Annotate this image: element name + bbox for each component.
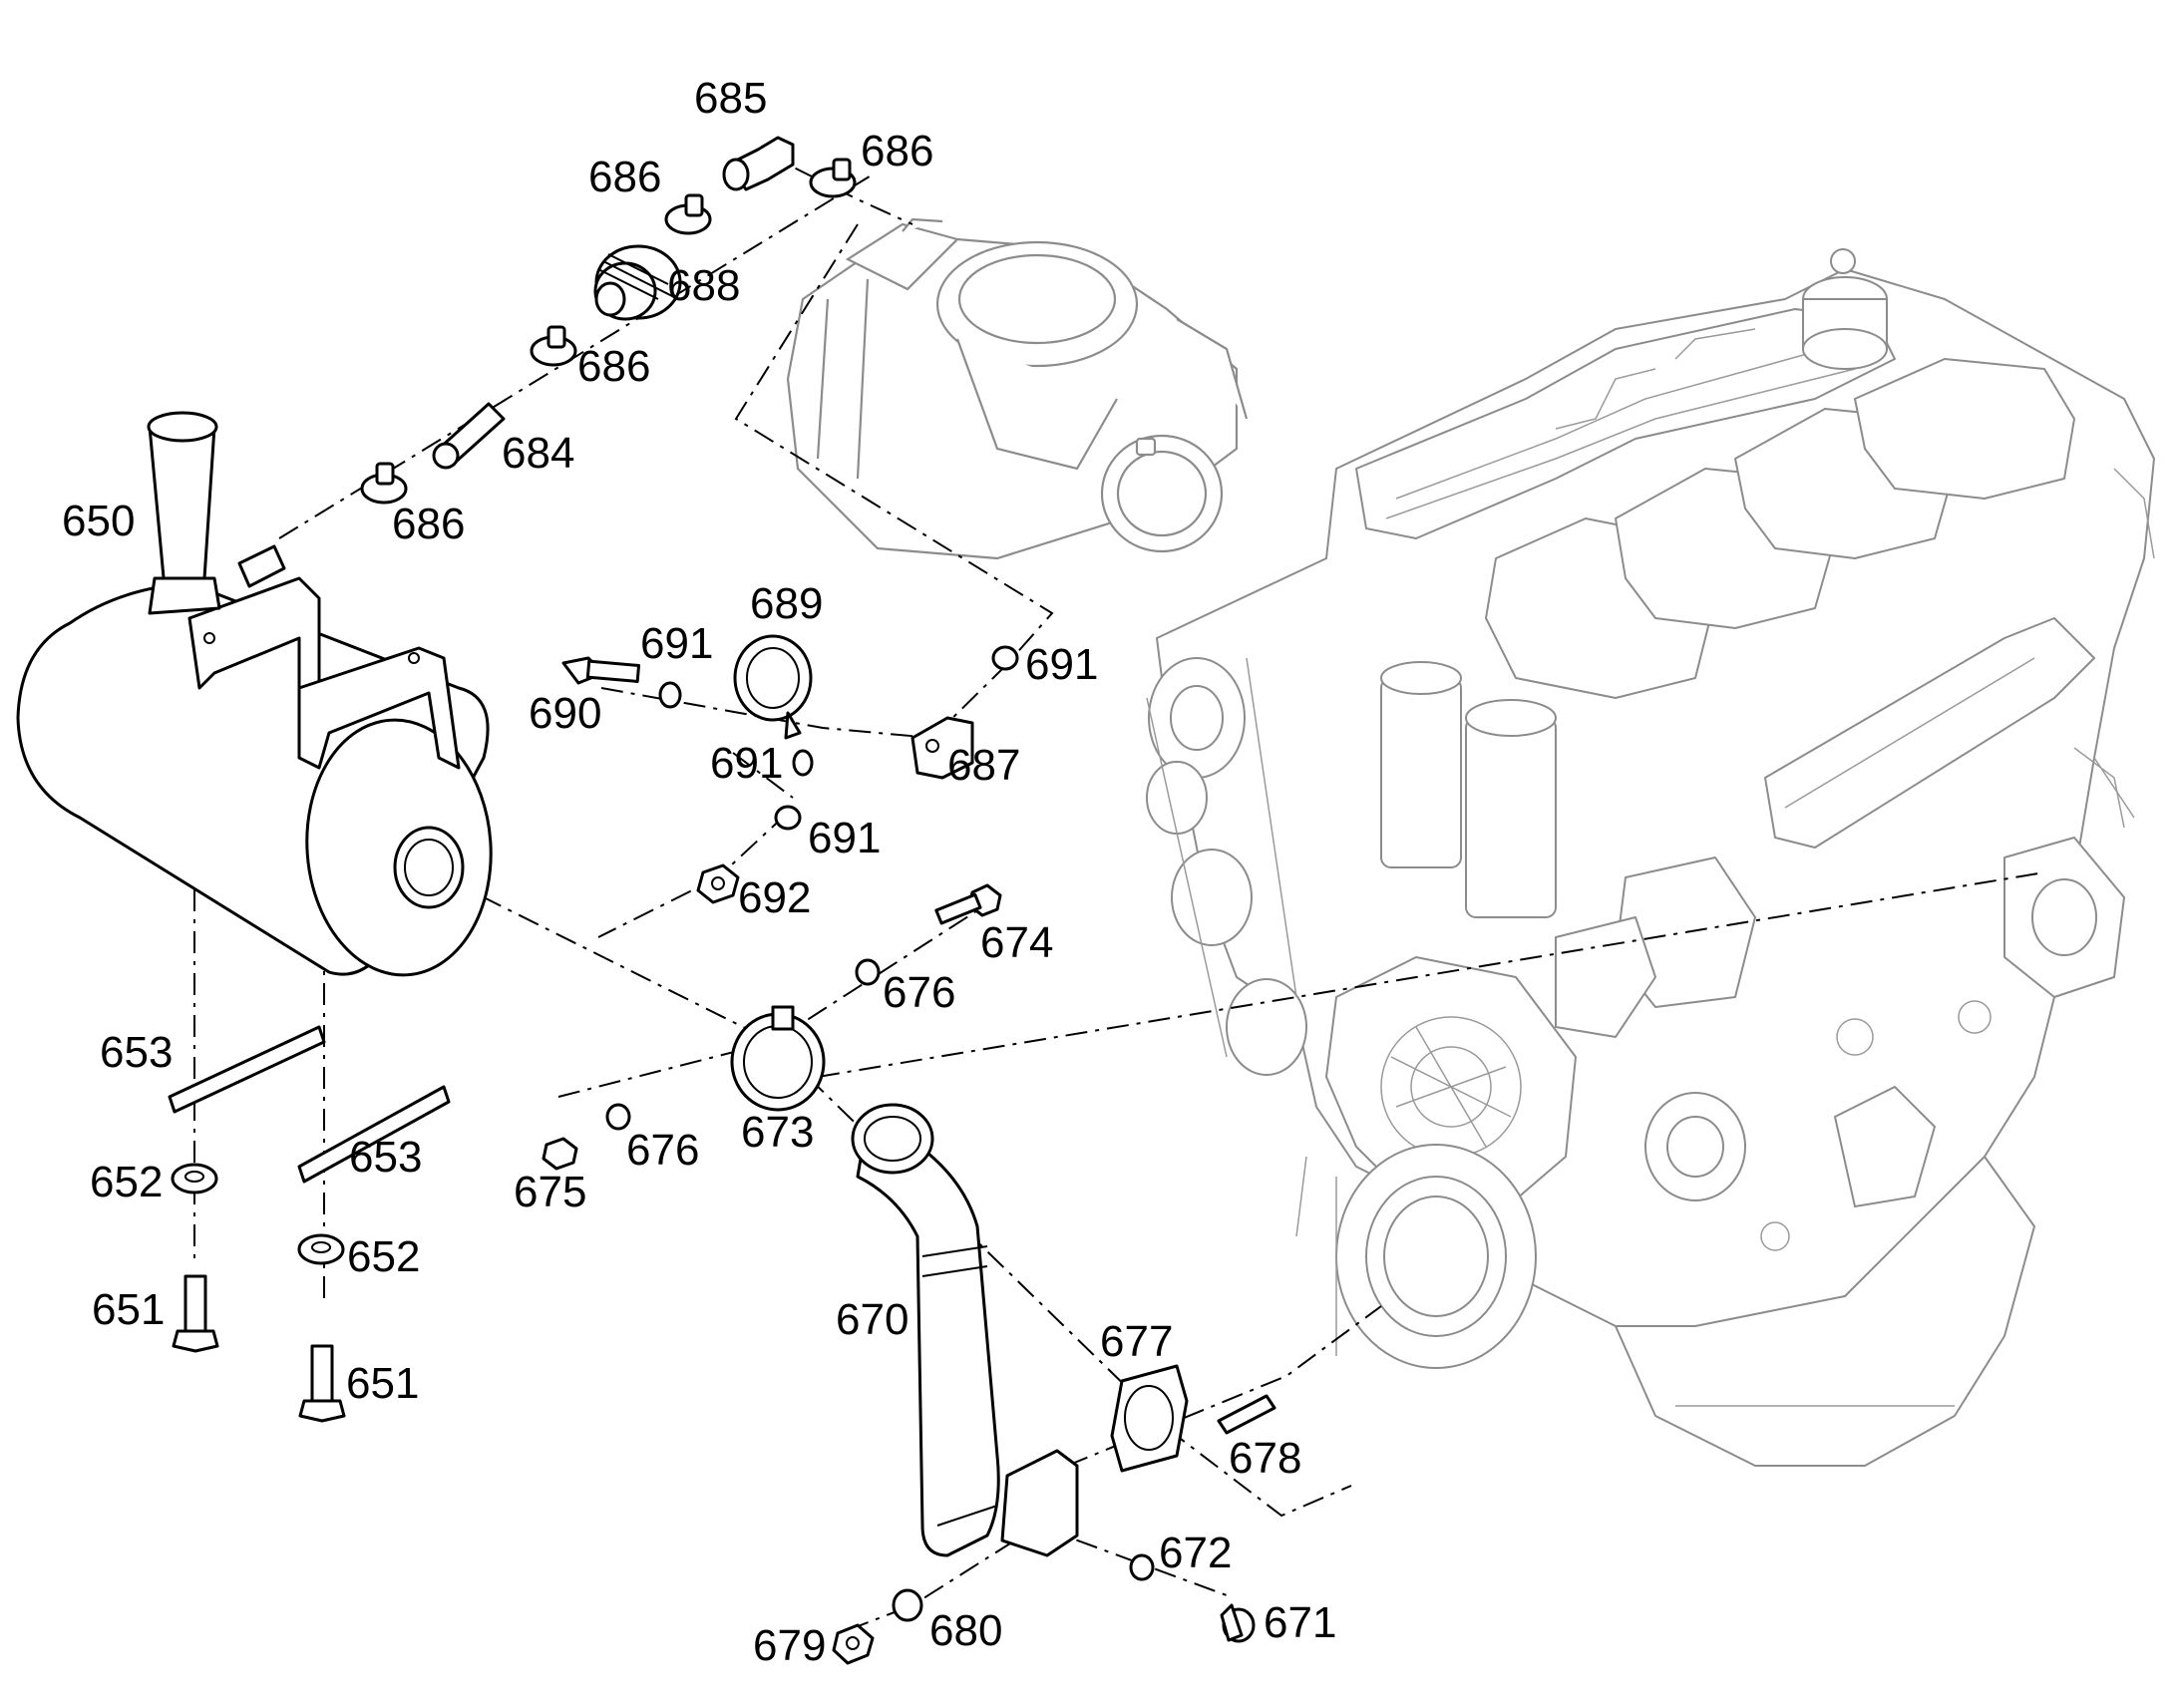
hose-clamp-686-top-right bbox=[809, 158, 857, 198]
callout-labels: 685 686 686 688 686 684 686 650 689 691 … bbox=[62, 74, 1336, 1670]
washer-676-b bbox=[605, 1103, 631, 1131]
bellows-688 bbox=[593, 244, 682, 321]
callout-670: 670 bbox=[836, 1295, 908, 1344]
washer-691-a bbox=[658, 681, 682, 709]
callout-684: 684 bbox=[502, 429, 574, 478]
callout-672: 672 bbox=[1159, 1529, 1232, 1577]
exhaust-pipe-assembly bbox=[542, 883, 1276, 1665]
callout-651-left: 651 bbox=[92, 1285, 165, 1334]
callout-671: 671 bbox=[1264, 1598, 1336, 1647]
callout-678: 678 bbox=[1229, 1434, 1301, 1483]
bolt-690 bbox=[561, 656, 641, 685]
hose-clamp-686-low bbox=[360, 462, 408, 505]
callout-691-upper: 691 bbox=[640, 619, 713, 668]
callout-673: 673 bbox=[741, 1108, 814, 1157]
air-filter-housing-illustration bbox=[786, 217, 1249, 560]
breather-hose-assembly bbox=[360, 136, 857, 505]
bolt-674 bbox=[934, 883, 1002, 925]
nut-692 bbox=[696, 863, 740, 904]
callout-652-right: 652 bbox=[347, 1232, 420, 1281]
mounting-hardware bbox=[168, 1025, 451, 1423]
callout-685: 685 bbox=[694, 74, 767, 123]
washer-652-left bbox=[171, 1163, 218, 1195]
strap-653-left bbox=[168, 1025, 326, 1114]
callout-686-top-right: 686 bbox=[861, 127, 933, 175]
strap-653-right bbox=[297, 1085, 451, 1184]
washer-691-d bbox=[774, 805, 802, 831]
callout-677: 677 bbox=[1100, 1317, 1173, 1366]
callout-691-right: 691 bbox=[1025, 640, 1098, 689]
callout-686-mid: 686 bbox=[577, 342, 650, 391]
callout-686-low: 686 bbox=[392, 500, 465, 548]
v-band-clamp-673 bbox=[730, 1005, 826, 1112]
callout-674: 674 bbox=[980, 918, 1053, 967]
callout-691-mid: 691 bbox=[710, 739, 783, 788]
gasket-677 bbox=[1110, 1364, 1189, 1473]
nut-675 bbox=[542, 1137, 578, 1171]
bracket-687 bbox=[910, 716, 974, 780]
callout-680: 680 bbox=[929, 1606, 1002, 1655]
callout-688: 688 bbox=[667, 261, 740, 310]
engine-block-illustration bbox=[1146, 248, 2155, 1467]
callout-676-upper: 676 bbox=[883, 968, 955, 1017]
callout-686-top: 686 bbox=[588, 153, 661, 201]
bolt-651-left bbox=[172, 1274, 219, 1353]
callout-676-lower: 676 bbox=[626, 1126, 699, 1175]
nut-679 bbox=[832, 1623, 875, 1665]
p-clip-689 bbox=[733, 634, 813, 740]
callout-691-lower: 691 bbox=[808, 814, 881, 862]
callout-679: 679 bbox=[753, 1621, 826, 1670]
sealing-ring-672 bbox=[1129, 1553, 1155, 1581]
exhaust-pipe-670 bbox=[856, 1115, 1000, 1557]
hose-clamp-686-mid bbox=[530, 325, 577, 367]
washer-680 bbox=[892, 1588, 923, 1622]
bracket-hardware bbox=[561, 634, 1019, 904]
callout-687: 687 bbox=[947, 741, 1020, 790]
callout-650: 650 bbox=[62, 497, 135, 545]
muffler-650 bbox=[16, 411, 493, 977]
washer-676-a bbox=[855, 958, 881, 986]
callout-651-right: 651 bbox=[346, 1359, 419, 1408]
hose-clamp-686-top bbox=[664, 193, 712, 235]
bolt-651-right bbox=[298, 1344, 346, 1423]
plug-671 bbox=[1220, 1603, 1256, 1643]
callout-653-right: 653 bbox=[349, 1133, 422, 1182]
washer-691-b bbox=[792, 749, 814, 777]
stud-678 bbox=[1217, 1394, 1276, 1435]
callout-692: 692 bbox=[738, 873, 811, 922]
washer-691-c bbox=[991, 645, 1019, 671]
callout-652-left: 652 bbox=[90, 1158, 163, 1206]
callout-653-left: 653 bbox=[100, 1028, 173, 1077]
callout-689: 689 bbox=[750, 579, 823, 628]
callout-690: 690 bbox=[529, 689, 601, 738]
callout-675: 675 bbox=[514, 1168, 586, 1216]
washer-652-right bbox=[297, 1233, 345, 1265]
